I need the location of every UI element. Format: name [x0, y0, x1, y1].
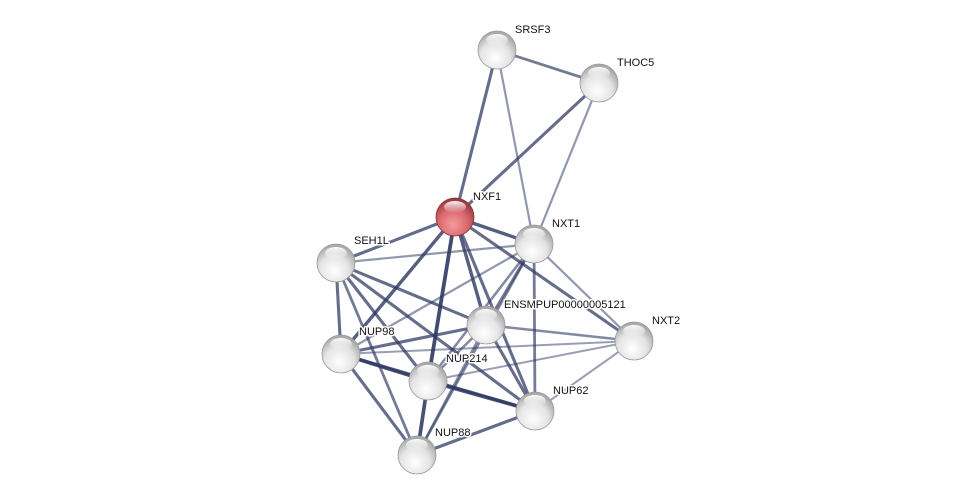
edge-seh1l-nup62[interactable] — [335, 261, 536, 413]
node-seh1l[interactable]: SEH1L — [316, 234, 390, 283]
node-highlight — [524, 395, 546, 407]
node-srsf3[interactable]: SRSF3 — [477, 23, 552, 70]
node-highlight — [444, 201, 466, 213]
node-nup62[interactable]: NUP62 — [515, 384, 590, 431]
edge-seh1l-nup88[interactable] — [334, 262, 419, 456]
edge-nxt1-nup98[interactable] — [340, 243, 535, 355]
node-nup88[interactable]: NUP88 — [397, 426, 472, 475]
edge-nxt1-nxt2[interactable] — [533, 243, 635, 342]
node-highlight — [406, 439, 428, 451]
node-highlight — [588, 67, 610, 79]
edge-seh1l-nxt1[interactable] — [335, 242, 535, 265]
node-nxt1[interactable]: NXT1 — [514, 217, 582, 264]
node-highlight — [330, 338, 352, 350]
edge-nxf1-nup98[interactable] — [339, 215, 457, 356]
node-nxt2[interactable]: NXT2 — [614, 314, 682, 361]
edge-nxf1-nup214[interactable] — [426, 216, 457, 382]
node-label: NXF1 — [473, 191, 501, 203]
edge-nup214-nxt2[interactable] — [427, 340, 635, 382]
node-label: NUP98 — [359, 326, 394, 338]
node-label: SRSF3 — [515, 24, 550, 36]
edge-nxt1-nup62[interactable] — [532, 243, 537, 412]
edge-ensmpup00000005121-nup88[interactable] — [415, 324, 488, 456]
node-highlight — [486, 34, 508, 46]
edge-seh1l-ensmpup00000005121[interactable] — [335, 261, 487, 327]
node-highlight — [475, 309, 497, 321]
node-nup98[interactable]: NUP98 — [321, 325, 396, 374]
edge-nxf1-seh1l[interactable] — [335, 215, 456, 265]
edge-nxf1-srsf3[interactable] — [453, 49, 499, 218]
node-thoc5[interactable]: THOC5 — [579, 56, 656, 103]
node-nxf1[interactable]: NXF1 — [435, 190, 503, 237]
edge-nup98-nxt2[interactable] — [340, 340, 635, 355]
node-label: NXT1 — [552, 218, 580, 230]
node-nup214[interactable]: NUP214 — [408, 352, 489, 401]
node-label: NUP62 — [553, 385, 588, 397]
node-label: NXT2 — [652, 315, 680, 327]
edge-nup98-ensmpup00000005121[interactable] — [340, 323, 487, 356]
node-label: NUP214 — [446, 353, 488, 365]
node-ensmpup00000005121[interactable]: ENSMPUP00000005121 — [466, 298, 627, 345]
edge-seh1l-nup214[interactable] — [334, 262, 430, 382]
edge-thoc5-nxt1[interactable] — [532, 82, 601, 245]
edge-nxf1-nxt2[interactable] — [454, 215, 635, 343]
node-label: THOC5 — [617, 57, 654, 69]
node-label: ENSMPUP00000005121 — [504, 299, 626, 311]
node-highlight — [523, 228, 545, 240]
edge-nxt2-nup62[interactable] — [534, 340, 635, 412]
edge-ensmpup00000005121-nxt2[interactable] — [485, 323, 635, 343]
edge-nup88-nup62[interactable] — [416, 409, 536, 457]
node-label: NUP88 — [435, 427, 470, 439]
node-highlight — [623, 325, 645, 337]
edge-nxf1-thoc5[interactable] — [453, 81, 601, 219]
node-highlight — [417, 365, 439, 377]
node-label: SEH1L — [354, 235, 389, 247]
edge-srsf3-nxt1[interactable] — [495, 49, 536, 245]
edge-nup98-nup88[interactable] — [339, 353, 419, 456]
node-highlight — [325, 247, 347, 259]
